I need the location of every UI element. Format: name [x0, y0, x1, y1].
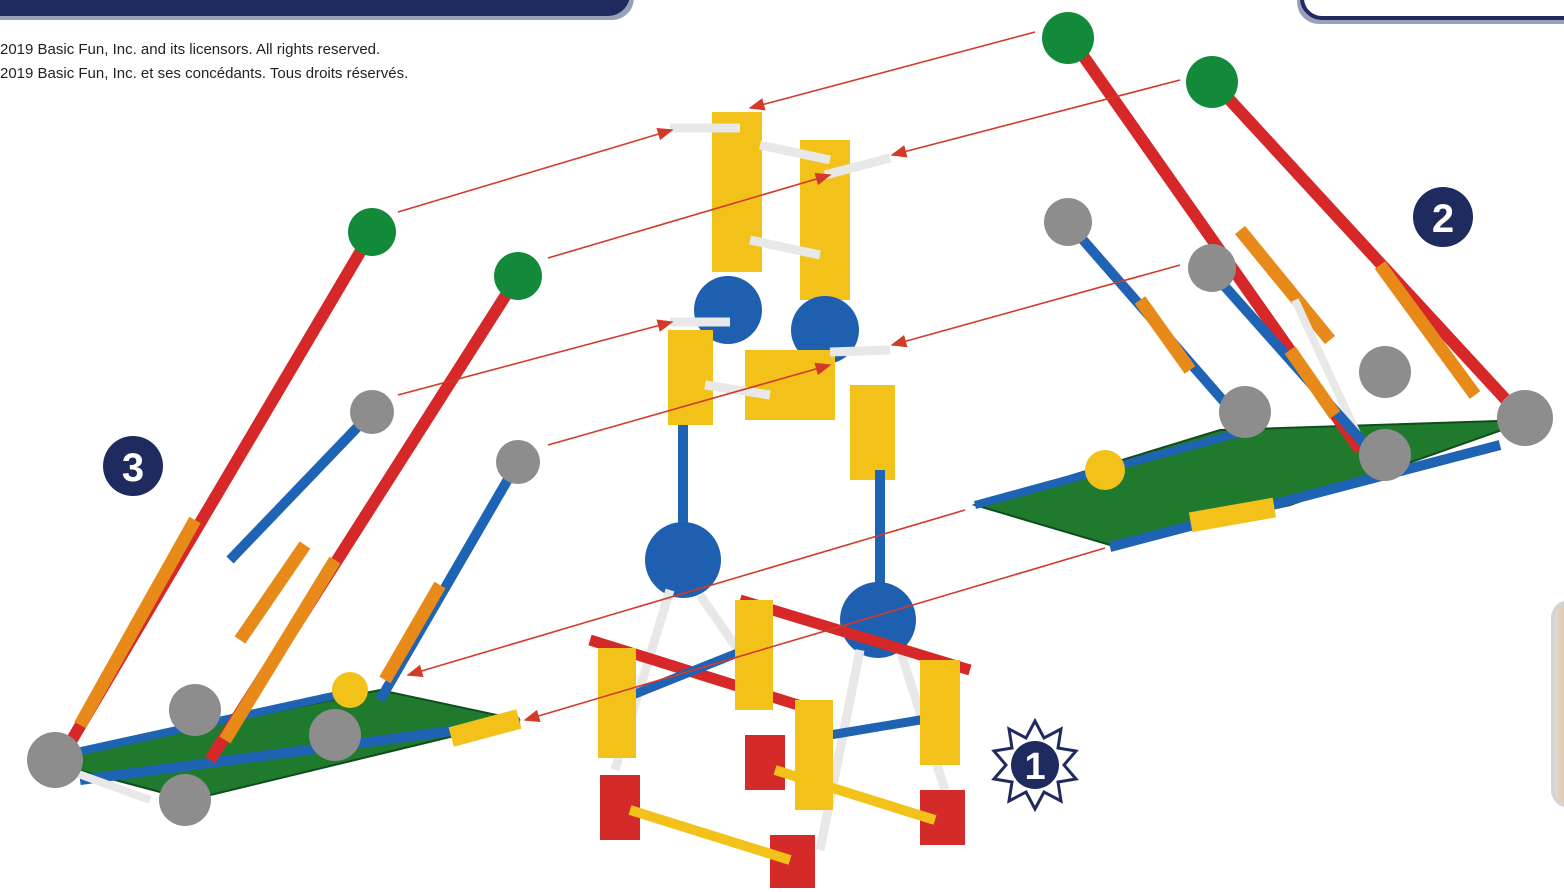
- arrow-base-right-b: [525, 548, 1105, 720]
- arrow-gray-left-a: [398, 322, 672, 395]
- gray-connector-right-e: [1359, 429, 1411, 481]
- gray-connector-right-f: [1497, 390, 1553, 446]
- yellow-connector-base-b: [735, 600, 773, 710]
- gray-connector-left-d: [169, 684, 221, 736]
- yellow-connector-mid-c: [850, 385, 895, 480]
- green-connector-left-a: [348, 208, 396, 256]
- yellow-connector-base-d: [920, 660, 960, 765]
- gray-connector-right-c: [1219, 386, 1271, 438]
- green-connector-right-b: [1186, 56, 1238, 108]
- step-2-number: 2: [1432, 197, 1454, 241]
- white-rod-mid-c: [830, 350, 890, 352]
- step-3-badge: 3: [103, 436, 163, 496]
- green-connector-left-b: [494, 252, 542, 300]
- yellow-connector-right-a: [1085, 450, 1125, 490]
- gray-connector-left-f: [309, 709, 361, 761]
- step-2-badge: 2: [1413, 187, 1473, 247]
- gray-connector-left-b: [496, 440, 540, 484]
- gray-connector-right-b: [1188, 244, 1236, 292]
- orange-rod-left-d: [385, 585, 440, 680]
- red-foot-b: [770, 835, 815, 888]
- blue-connector-lower-a: [645, 522, 721, 598]
- yellow-connector-top-a: [712, 112, 762, 272]
- yellow-connector-base-a: [598, 648, 636, 758]
- yellow-connector-top-b: [800, 140, 850, 300]
- orange-rod-right-d: [1290, 350, 1335, 415]
- step-1-number: 1: [1024, 746, 1045, 788]
- red-foot-c: [745, 735, 785, 790]
- arrow-green-left-a: [398, 130, 672, 212]
- step-1-badge: 1: [994, 721, 1076, 809]
- gray-connector-left-c: [27, 732, 83, 788]
- arrow-green-right-b: [892, 80, 1180, 155]
- gray-connector-right-d: [1359, 346, 1411, 398]
- yellow-rod-foot-a: [630, 810, 790, 860]
- subassembly-3: [27, 208, 542, 826]
- yellow-connector-left-a: [332, 672, 368, 708]
- gray-connector-left-a: [350, 390, 394, 434]
- arrow-green-right-a: [750, 32, 1035, 108]
- subassembly-2: [975, 12, 1553, 547]
- yellow-connector-base-c: [795, 700, 833, 810]
- yellow-connector-mid-a: [668, 330, 713, 425]
- orange-rod-right-c: [1140, 300, 1190, 370]
- gray-connector-right-a: [1044, 198, 1092, 246]
- gray-connector-left-e: [159, 774, 211, 826]
- green-connector-right-a: [1042, 12, 1094, 64]
- step-3-number: 3: [122, 446, 144, 490]
